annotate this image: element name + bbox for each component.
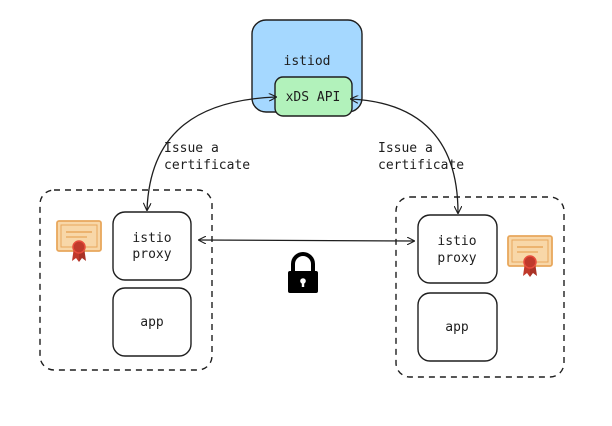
left-pod [39,189,213,371]
right-issue-certificate-arrow [351,99,458,213]
right-issue-label-line2: certificate [378,158,464,173]
left-issue-label-line2: certificate [164,158,250,173]
left-issue-label-line1: Issue a [164,141,219,156]
istiod-label: istiod [284,54,331,69]
right-istio-proxy-box: istio proxy [417,214,498,284]
certificate-icon [56,220,102,262]
right-issue-label-line1: Issue a [378,141,433,156]
lock-icon [288,252,318,293]
left-istio-proxy-label-line2: proxy [132,247,171,262]
right-istio-proxy-label-line2: proxy [437,251,476,266]
certificate-icon [507,235,553,277]
left-app-box: app [112,287,192,357]
right-pod [395,196,565,378]
right-app-box: app [417,292,498,362]
right-app-label: app [445,320,469,335]
right-istio-proxy-label-line1: istio [437,234,476,249]
mtls-connection-arrow [199,240,414,241]
xds-api-label: xDS API [286,90,341,105]
left-istio-proxy-box: istio proxy [112,211,192,281]
left-istio-proxy-label-line1: istio [132,231,171,246]
xds-api-box: xDS API [274,76,353,117]
left-issue-certificate-arrow [147,97,276,210]
left-app-label: app [140,315,164,330]
